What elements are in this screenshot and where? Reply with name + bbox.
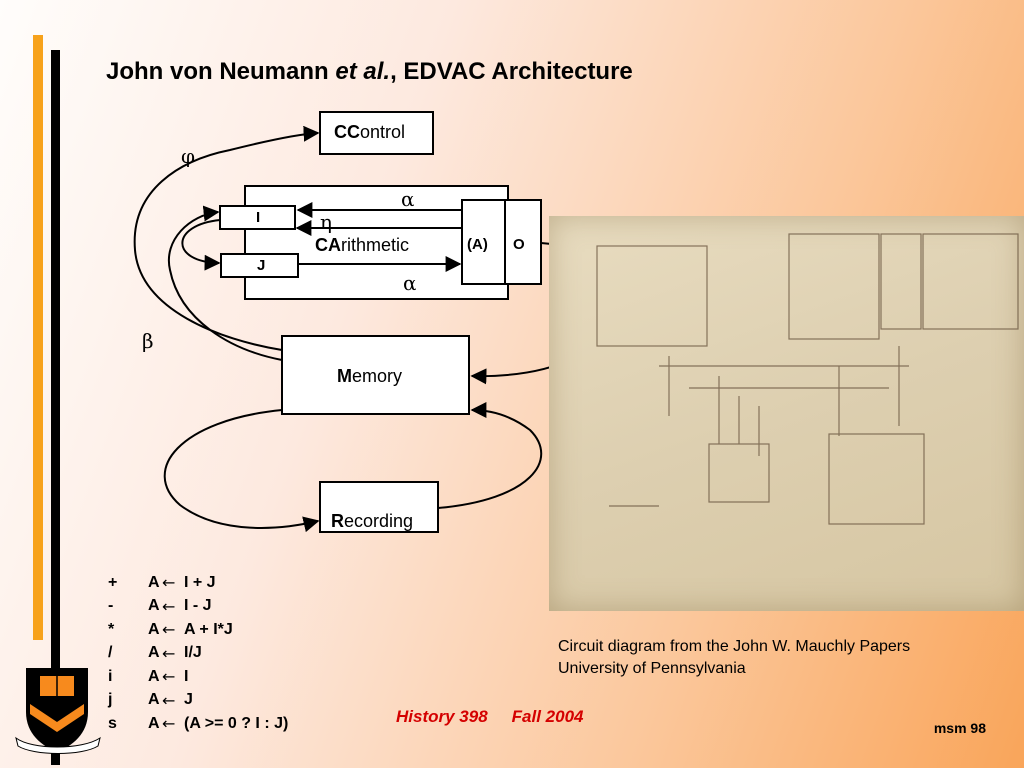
register-i-box [219,205,296,230]
phi-symbol: φ [181,144,196,168]
beta-arrow [167,205,283,361]
page-number: msm 98 [933,720,986,736]
photo-caption: Circuit diagram from the John W. Mauchly… [558,636,910,680]
memory-box [281,335,470,415]
register-j-box [220,253,299,278]
i-to-j-arrow [181,219,221,271]
control-box [319,111,434,155]
operation-row: +A←I + J [108,573,216,593]
course-name: History 398 [396,707,488,726]
caption-line-2: University of Pennsylvania [558,660,746,677]
register-i-label: I [256,209,261,226]
phi-arrow [133,125,320,351]
slide-title: John von Neumann et al., EDVAC Architect… [106,58,633,85]
alpha-symbol-top: α [401,187,415,211]
princeton-shield-icon [15,668,101,754]
caption-line-1: Circuit diagram from the John W. Mauchly… [558,638,911,655]
accent-bar [33,35,43,640]
recording-out-arrow [163,409,320,533]
footer-course: History 398 Fall 2004 [396,707,584,727]
handwritten-sketch [596,233,1019,525]
operation-row: *A←A + I*J [108,620,233,640]
course-term: Fall 2004 [511,707,584,726]
alpha-symbol-bottom: α [403,271,417,295]
beta-symbol: β [142,329,154,353]
register-j-label: J [257,257,266,274]
accent-bar-dark [51,50,60,765]
operation-row: /A←I/J [108,643,202,663]
control-label: CControl [334,122,406,142]
recording-box [319,481,439,533]
register-ao-box [461,199,542,285]
operation-row: -A←I - J [108,596,212,616]
register-o-label: O [513,236,525,253]
recording-label: Recording [331,511,414,531]
arithmetic-label: CArithmetic [315,235,410,255]
recording-in-arrow [437,402,543,509]
register-a-label: (A) [467,236,488,253]
memory-label: Memory [337,366,403,386]
circuit-diagram-photo [549,216,1024,611]
eta-symbol: η [320,210,332,234]
